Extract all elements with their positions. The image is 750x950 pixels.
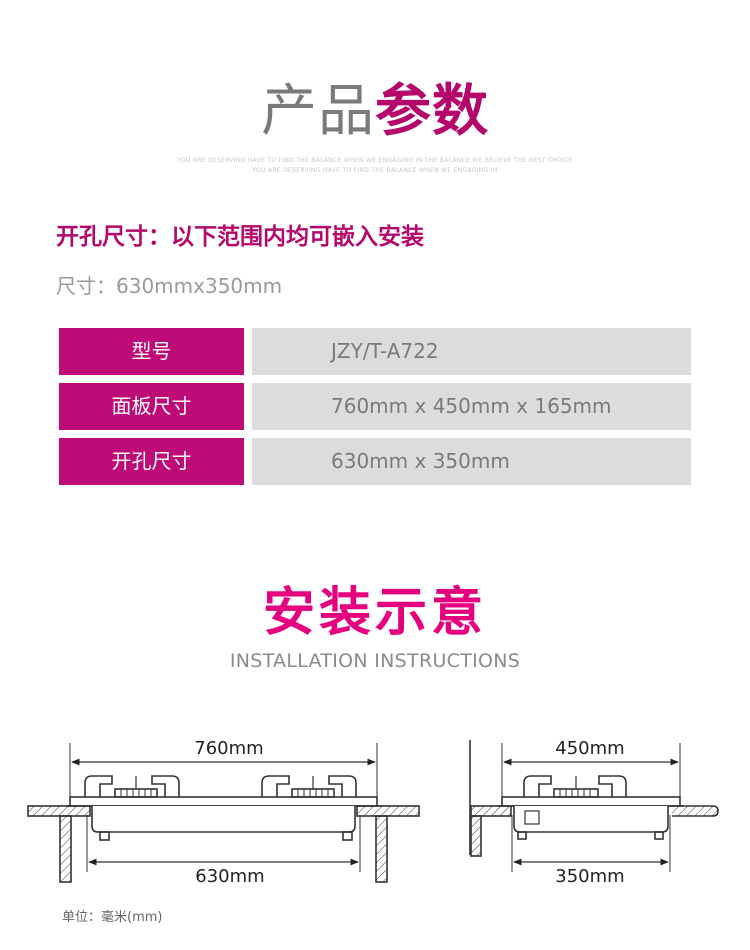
params-title-light: 产品 — [261, 79, 375, 144]
spec-label: 型号 — [59, 328, 244, 375]
spec-value: 760mm x 450mm x 165mm — [331, 394, 612, 418]
spec-label: 面板尺寸 — [59, 383, 244, 430]
front-top-dimension: 760mm — [194, 738, 264, 759]
front-view-diagram — [27, 743, 420, 883]
spec-value-cell: JZY/T-A722 — [252, 328, 691, 375]
tiny-caption-1: YOU ARE DESERVING HAVE TO FIND THE BALAN… — [177, 157, 573, 164]
side-view-diagram — [469, 740, 719, 872]
install-title: 安装示意 — [262, 583, 487, 643]
unit-note: 单位：毫米(mm) — [62, 910, 163, 925]
spec-value-cell: 760mm x 450mm x 165mm — [252, 383, 691, 430]
hole-size-heading: 开孔尺寸：以下范围内均可嵌入安装 — [56, 224, 424, 250]
spec-row-panel-size: 面板尺寸 760mm x 450mm x 165mm — [59, 383, 691, 430]
spec-label: 开孔尺寸 — [59, 438, 244, 485]
spec-value: 630mm x 350mm — [331, 449, 510, 473]
params-title-bold: 参数 — [375, 79, 489, 144]
installation-diagram — [27, 740, 719, 883]
spec-row-hole-size: 开孔尺寸 630mm x 350mm — [59, 438, 691, 485]
front-bottom-dimension: 630mm — [195, 866, 265, 887]
install-subtitle: INSTALLATION INSTRUCTIONS — [229, 650, 521, 672]
size-line: 尺寸：630mmx350mm — [56, 274, 283, 298]
spec-row-model: 型号 JZY/T-A722 — [59, 328, 691, 375]
params-title: 产品参数 — [0, 74, 750, 150]
side-top-dimension: 450mm — [555, 738, 625, 759]
side-bottom-dimension: 350mm — [555, 866, 625, 887]
tiny-caption-2: YOU ARE DESERVING HAVE TO FIND THE BALAN… — [252, 167, 498, 174]
spec-value: JZY/T-A722 — [331, 339, 439, 363]
spec-value-cell: 630mm x 350mm — [252, 438, 691, 485]
